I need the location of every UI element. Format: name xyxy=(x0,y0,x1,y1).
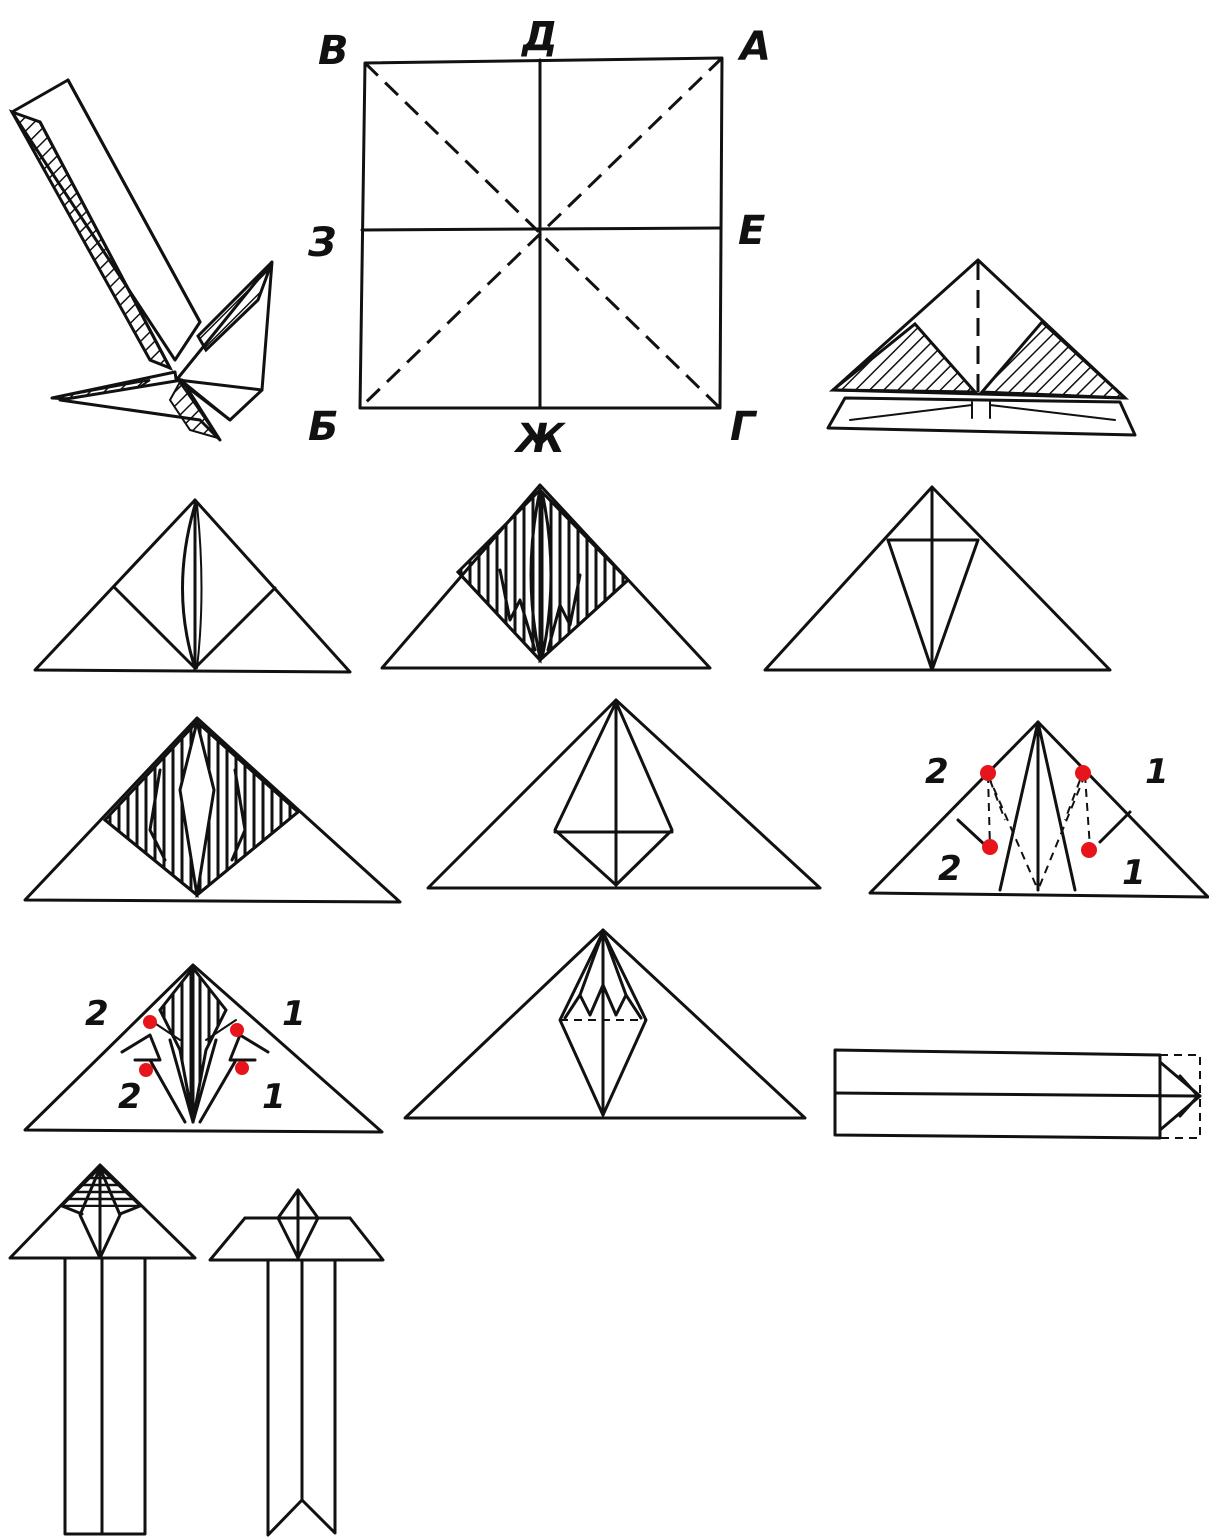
step-10-strip xyxy=(835,1050,1200,1138)
marker-dot xyxy=(235,1061,249,1075)
step8-label-left-bottom: 2 xyxy=(118,1077,142,1117)
label-top-left: В xyxy=(318,28,349,74)
marker-dot xyxy=(1075,765,1091,781)
marker-dot xyxy=(980,765,996,781)
step-1-base xyxy=(828,260,1135,435)
marker-dot xyxy=(1081,842,1097,858)
step-6 xyxy=(428,700,820,888)
label-top-right: А xyxy=(737,24,771,70)
step7-label-left-bottom: 2 xyxy=(938,849,962,889)
square-crease-pattern: В Д А З Е Б Ж Г xyxy=(307,14,771,462)
step-4 xyxy=(765,487,1110,670)
marker-dot xyxy=(982,839,998,855)
label-bottom-middle: Ж xyxy=(513,416,566,462)
label-middle-left: З xyxy=(307,220,336,266)
step7-label-right-bottom: 1 xyxy=(1122,853,1146,893)
step7-label-left-top: 2 xyxy=(925,752,949,792)
step-9 xyxy=(405,930,805,1118)
label-bottom-left: Б xyxy=(308,404,339,450)
label-top-middle: Д xyxy=(520,14,558,60)
finished-model-figure xyxy=(12,80,272,440)
step-8: 2 2 1 1 xyxy=(25,965,382,1132)
step-12 xyxy=(210,1190,383,1535)
step7-label-right-top: 1 xyxy=(1145,752,1169,792)
marker-dot xyxy=(143,1015,157,1029)
label-middle-right: Е xyxy=(738,208,765,254)
marker-dot xyxy=(139,1063,153,1077)
step-7: 2 2 1 1 xyxy=(870,722,1208,897)
step-5 xyxy=(25,718,400,902)
step-11 xyxy=(10,1165,195,1534)
step8-label-right-top: 1 xyxy=(282,994,306,1034)
label-bottom-right: Г xyxy=(730,404,758,450)
step-2 xyxy=(35,500,350,672)
marker-dot xyxy=(230,1023,244,1037)
step8-label-left-top: 2 xyxy=(85,994,109,1034)
step-3 xyxy=(382,485,710,668)
step8-label-right-bottom: 1 xyxy=(262,1077,286,1117)
